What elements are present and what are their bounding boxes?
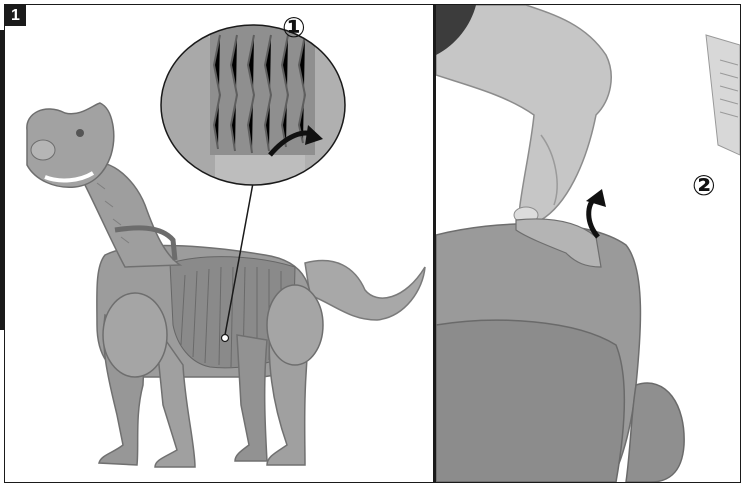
dinosaur-illustration xyxy=(5,5,433,482)
callout-anchor-dot xyxy=(222,335,229,342)
closeup-illustration xyxy=(436,5,740,482)
tail xyxy=(305,261,425,320)
eye xyxy=(76,129,84,137)
zoom-detail xyxy=(155,20,355,190)
rear-hip-joint xyxy=(267,285,323,365)
step-number-badge: 1 xyxy=(5,5,26,26)
callout-label-2: ② xyxy=(692,172,716,200)
neck xyxy=(85,162,180,267)
front-hip-joint xyxy=(103,293,167,377)
left-panel-dinosaur xyxy=(5,5,433,482)
callout-label-1: ① xyxy=(282,14,306,42)
right-panel-closeup xyxy=(436,5,740,482)
snout xyxy=(31,140,55,160)
rear-left-leg xyxy=(235,335,267,461)
panel-divider xyxy=(433,4,436,483)
toy-side-panel xyxy=(436,320,624,482)
